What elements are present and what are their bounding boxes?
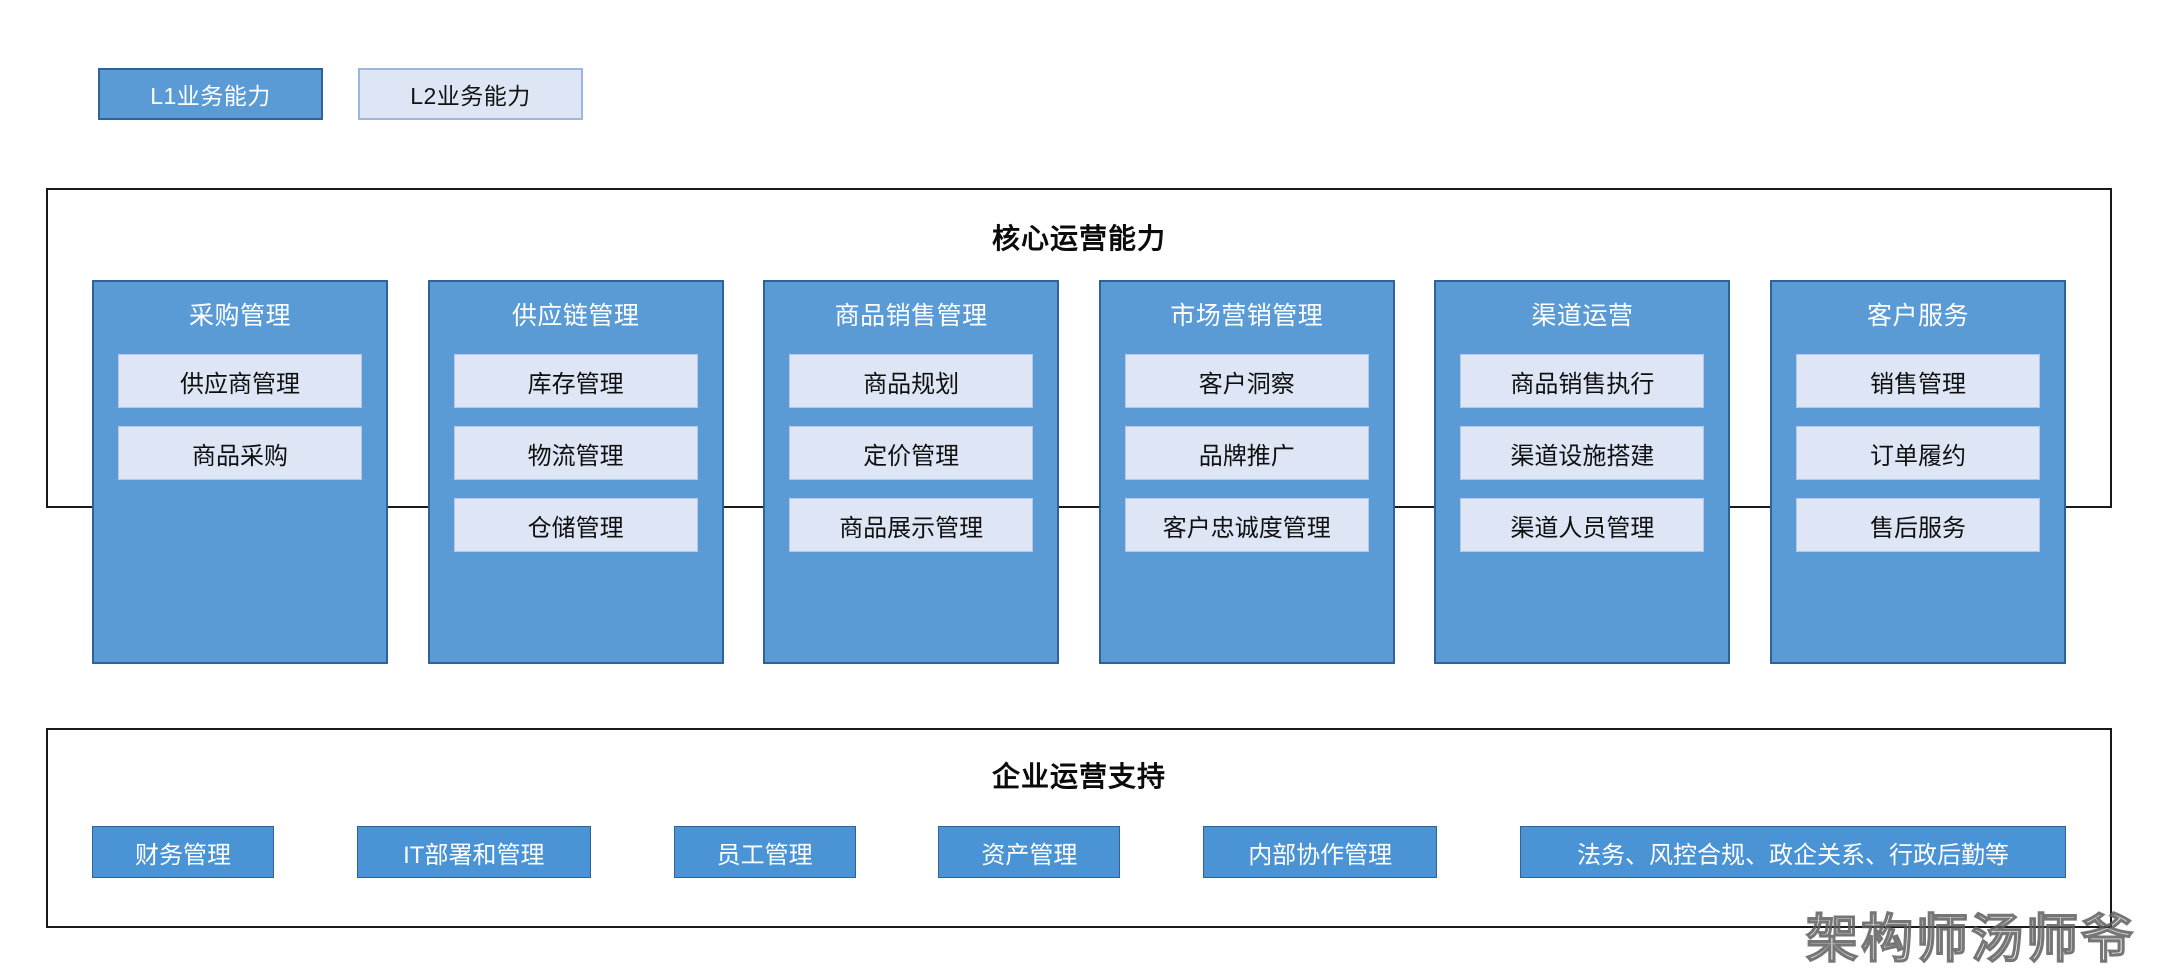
l1-column-title: 客户服务 xyxy=(1866,302,1969,330)
support-item-asset[interactable]: 资产管理 xyxy=(938,826,1121,878)
core-capability-title: 核心运营能力 xyxy=(991,223,1166,254)
l1-column-product-sales[interactable]: 商品销售管理 商品规划 定价管理 商品展示管理 xyxy=(763,280,1060,664)
enterprise-support-items: 财务管理 IT部署和管理 员工管理 资产管理 内部协作管理 法务、风控合规、政企… xyxy=(92,826,2066,878)
l2-item[interactable]: 商品销售执行 xyxy=(1460,354,1705,408)
support-item-employee[interactable]: 员工管理 xyxy=(673,826,856,878)
l2-item[interactable]: 订单履约 xyxy=(1795,426,2040,480)
l2-item[interactable]: 客户洞察 xyxy=(1124,354,1369,408)
enterprise-support-frame: 企业运营支持 财务管理 IT部署和管理 员工管理 资产管理 内部协作管理 法务、… xyxy=(46,728,2112,928)
support-item-legal-and-misc[interactable]: 法务、风控合规、政企关系、行政后勤等 xyxy=(1519,826,2066,878)
core-capability-columns: 采购管理 供应商管理 商品采购 供应链管理 库存管理 物流管理 仓储管理 商品销… xyxy=(92,280,2066,664)
l1-column-channel-operations[interactable]: 渠道运营 商品销售执行 渠道设施搭建 渠道人员管理 xyxy=(1434,280,1731,664)
l1-column-title: 商品销售管理 xyxy=(834,302,988,330)
l2-item[interactable]: 仓储管理 xyxy=(453,498,698,552)
l2-item[interactable]: 商品采购 xyxy=(118,426,362,480)
l2-item[interactable]: 渠道人员管理 xyxy=(1460,498,1705,552)
l2-item[interactable]: 商品展示管理 xyxy=(789,498,1034,552)
l2-item[interactable]: 库存管理 xyxy=(453,354,698,408)
l1-column-title: 采购管理 xyxy=(188,302,291,330)
legend: L1业务能力 L2业务能力 xyxy=(98,68,583,120)
legend-item-l1-label: L1业务能力 xyxy=(150,83,271,109)
enterprise-support-title: 企业运营支持 xyxy=(991,761,1166,792)
support-item-it[interactable]: IT部署和管理 xyxy=(356,826,591,878)
support-item-collaboration[interactable]: 内部协作管理 xyxy=(1203,826,1438,878)
legend-item-l2-label: L2业务能力 xyxy=(410,83,531,109)
l2-item[interactable]: 定价管理 xyxy=(789,426,1034,480)
legend-item-l2: L2业务能力 xyxy=(358,68,583,120)
core-capability-frame: 核心运营能力 采购管理 供应商管理 商品采购 供应链管理 库存管理 物流管理 仓… xyxy=(46,188,2112,664)
l2-item[interactable]: 渠道设施搭建 xyxy=(1460,426,1705,480)
support-item-finance[interactable]: 财务管理 xyxy=(92,826,274,878)
l1-column-title: 渠道运营 xyxy=(1531,302,1634,330)
l1-column-procurement[interactable]: 采购管理 供应商管理 商品采购 xyxy=(92,280,388,664)
l2-item[interactable]: 品牌推广 xyxy=(1124,426,1369,480)
l1-column-supply-chain[interactable]: 供应链管理 库存管理 物流管理 仓储管理 xyxy=(427,280,724,664)
l2-item[interactable]: 销售管理 xyxy=(1795,354,2040,408)
l2-item[interactable]: 物流管理 xyxy=(453,426,698,480)
l2-item[interactable]: 商品规划 xyxy=(789,354,1034,408)
legend-item-l1: L1业务能力 xyxy=(98,68,323,120)
l1-column-title: 供应链管理 xyxy=(511,302,640,330)
l1-column-marketing[interactable]: 市场营销管理 客户洞察 品牌推广 客户忠诚度管理 xyxy=(1098,280,1395,664)
l2-item[interactable]: 客户忠诚度管理 xyxy=(1124,498,1369,552)
l1-column-customer-service[interactable]: 客户服务 销售管理 订单履约 售后服务 xyxy=(1769,280,2066,664)
l1-column-title: 市场营销管理 xyxy=(1170,302,1324,330)
l2-item[interactable]: 供应商管理 xyxy=(118,354,362,408)
l2-item[interactable]: 售后服务 xyxy=(1795,498,2040,552)
